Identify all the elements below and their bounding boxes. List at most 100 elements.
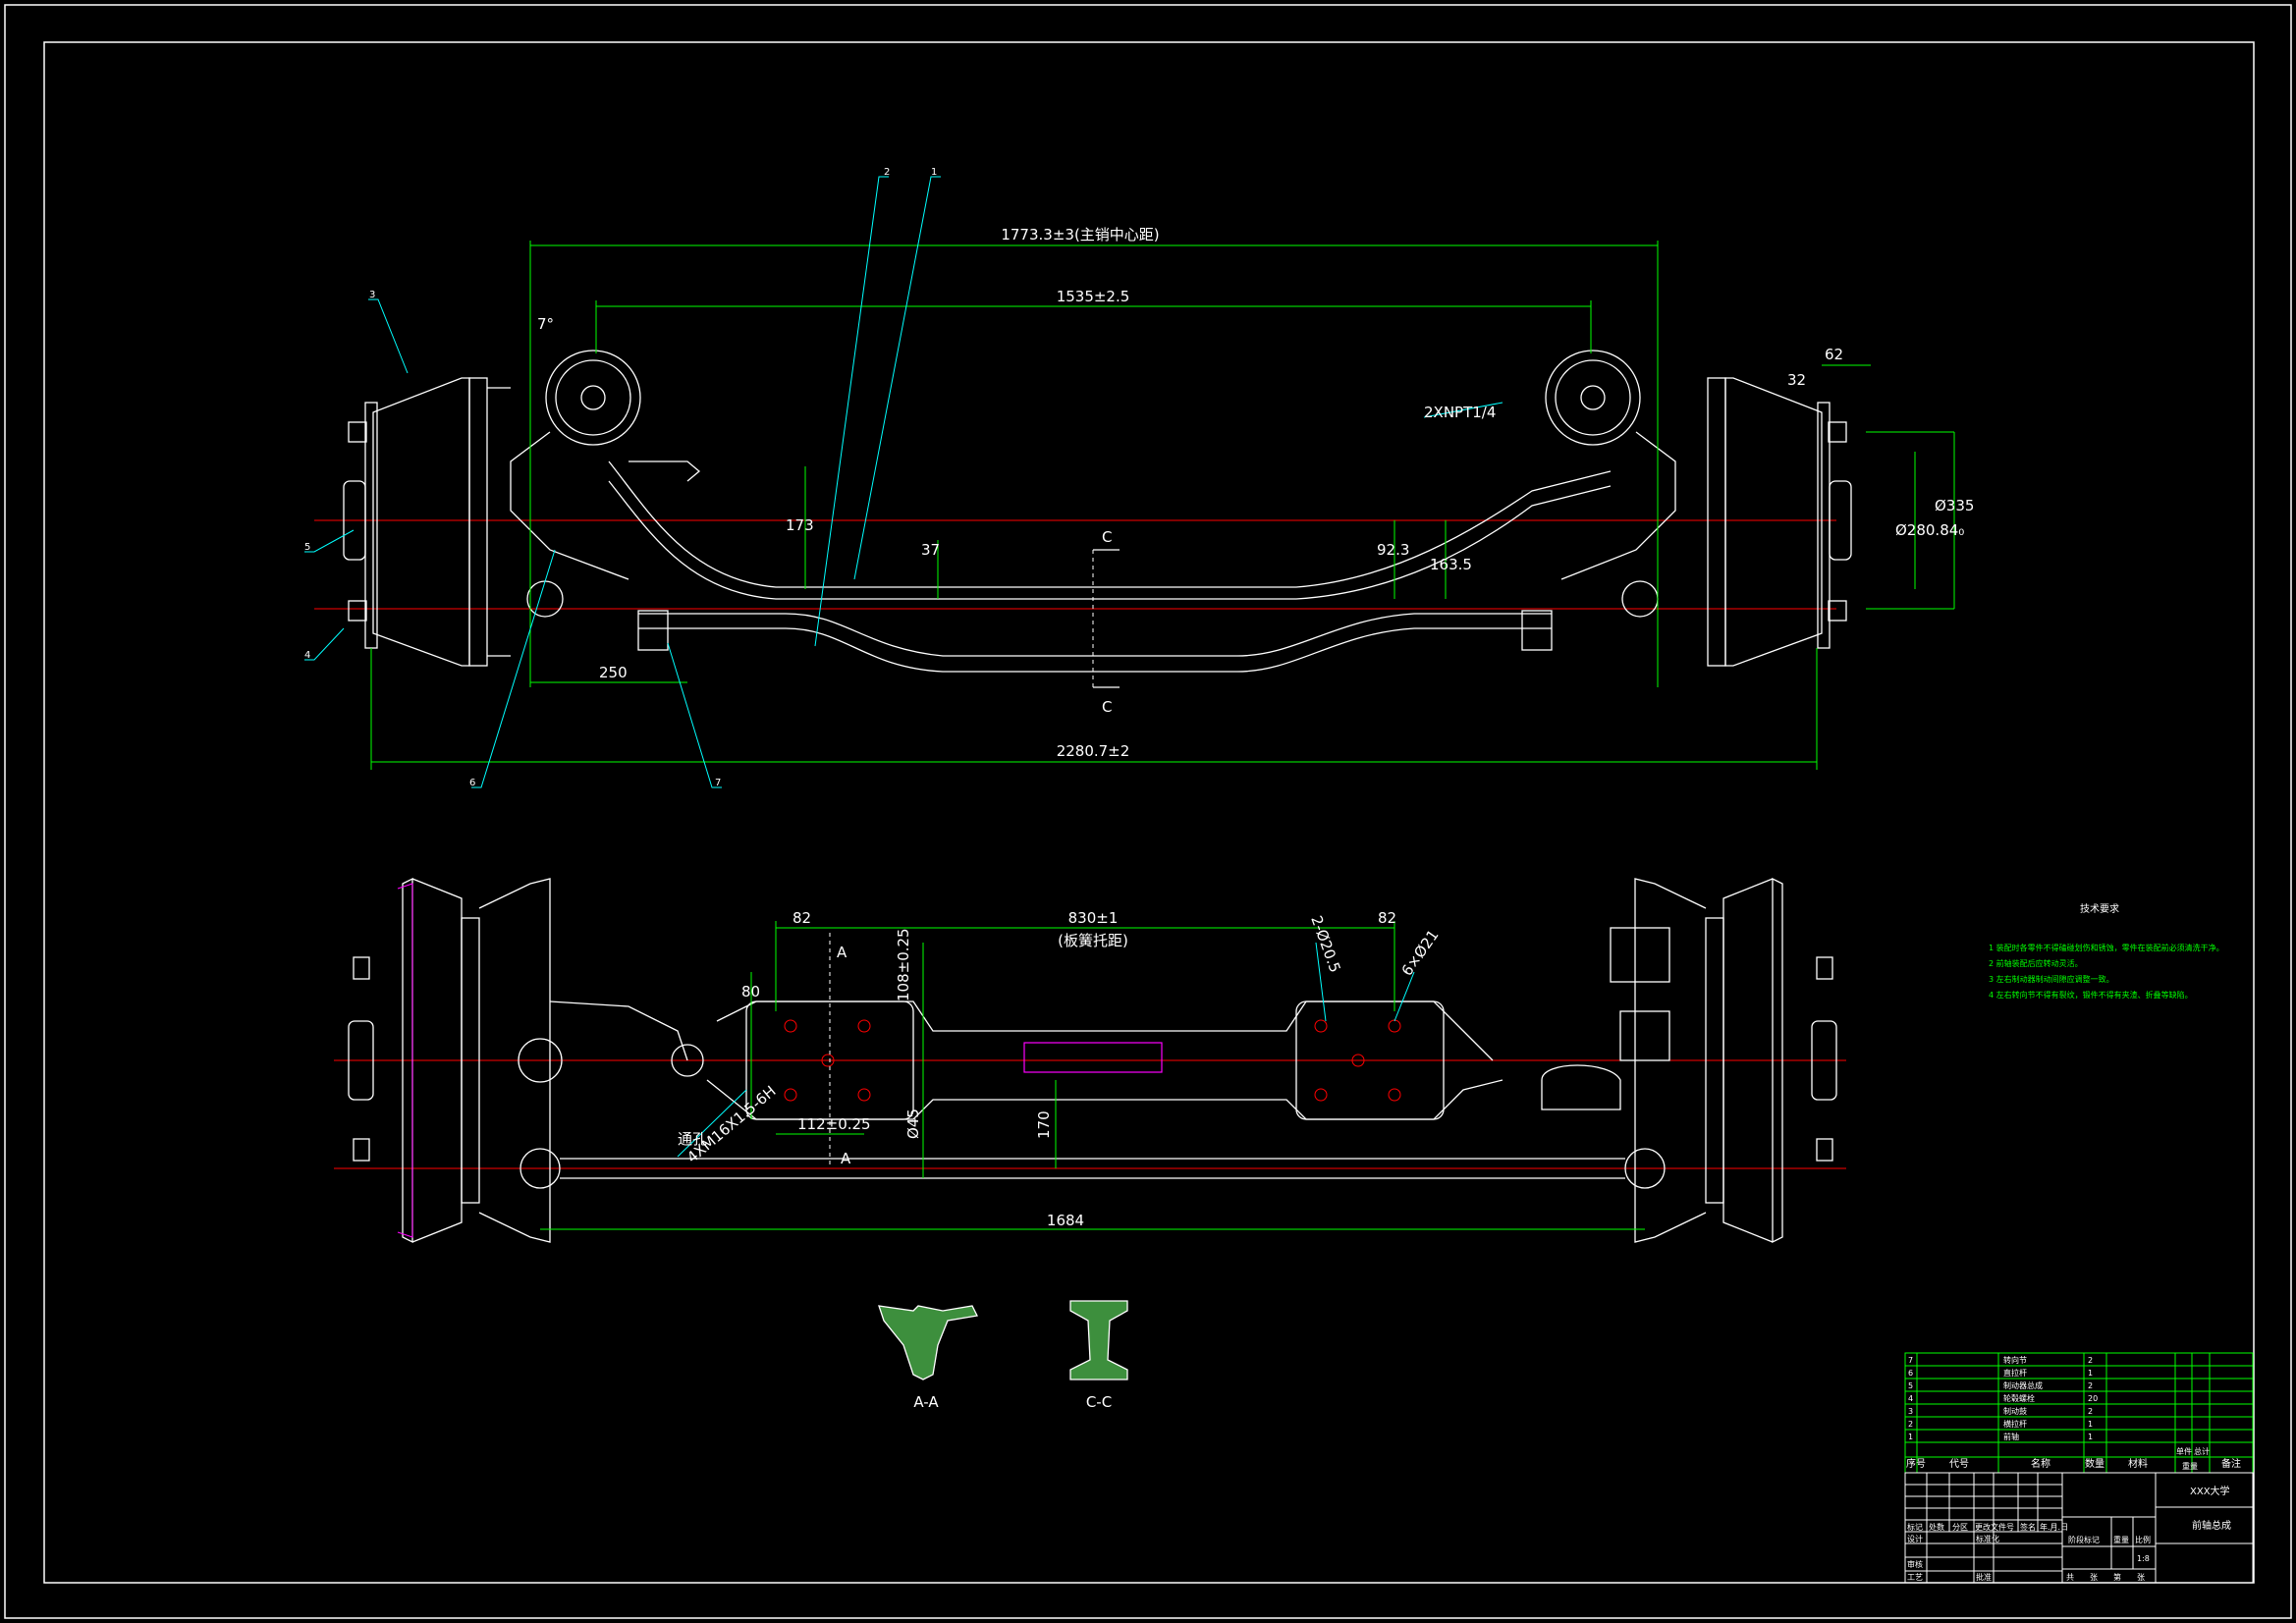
header-code: 代号 [1949, 1458, 1969, 1470]
inner-border [43, 41, 2255, 1584]
header-weight-total: 总计 [2194, 1446, 2210, 1456]
header-remark: 备注 [2221, 1457, 2241, 1470]
dim-dia-280: Ø280.84₀ [1895, 521, 1964, 539]
hole-note: 2-Ø20.5 [1307, 913, 1343, 975]
tb-label-date: 年.月.日 [2040, 1522, 2068, 1532]
part-no-7: 7 [1908, 1356, 1913, 1365]
part-name-1: 前轴 [2003, 1432, 2019, 1441]
parts-list-text: 7 转向节 2 6 直拉杆 1 5 制动器总成 2 4 轮毂螺栓 20 3 制动… [1906, 1355, 2241, 1471]
callout-1: 1 [931, 167, 937, 178]
requirement-4: 4 左右转向节不得有裂纹，锻件不得有夹渣、折叠等缺陷。 [1989, 990, 2193, 1000]
parts-list [1904, 1352, 2254, 1474]
part-name-4: 轮毂螺栓 [2003, 1393, 2035, 1403]
section-mark-a-bottom: A [841, 1150, 851, 1167]
axle-beam-bottom [518, 927, 1670, 1189]
dim-total-width: 2280.7±2 [1057, 742, 1130, 760]
tb-sheet-unit-2: 张 [2137, 1573, 2145, 1582]
top-leaders [304, 176, 1503, 788]
header-weight: 重量 [2182, 1461, 2198, 1471]
dim-830: 830±1 [1068, 909, 1119, 927]
part-name-2: 横拉杆 [2003, 1419, 2027, 1429]
tb-label-weight: 重量 [2113, 1535, 2129, 1544]
part-no-6: 6 [1908, 1369, 1913, 1378]
dim-92-3: 92.3 [1377, 541, 1409, 559]
tb-label-standard: 标准化 [1976, 1534, 1999, 1543]
dim-1684: 1684 [1047, 1212, 1084, 1229]
section-aa: A-A [878, 1305, 978, 1411]
dim-173: 173 [786, 516, 814, 534]
bottom-view: 830±1 (板簧托距) 82 82 80 108±0.25 112±0.25 … [334, 877, 1846, 1244]
top-dimensions [370, 241, 1955, 770]
tb-label-sign: 签名 [2020, 1522, 2036, 1532]
dim-112: 112±0.25 [797, 1115, 871, 1133]
tb-label-review: 审核 [1907, 1559, 1923, 1569]
tb-label-change: 更改文件号 [1975, 1522, 2014, 1532]
part-qty-2: 1 [2088, 1420, 2093, 1429]
outer-border [4, 4, 2292, 1619]
header-material: 材料 [2128, 1457, 2148, 1470]
right-brake-chamber [1545, 350, 1676, 580]
callout-4: 4 [304, 650, 310, 661]
tb-sheet-unit: 张 [2090, 1573, 2098, 1582]
tb-label-design: 设计 [1907, 1534, 1923, 1543]
dim-kingpin-center: 1773.3±3(主销中心距) [1001, 226, 1159, 243]
callout-3: 3 [369, 290, 375, 300]
part-qty-3: 2 [2088, 1407, 2093, 1416]
section-mark-c-bottom: C [1102, 698, 1112, 716]
tb-label-stage: 阶段标记 [2068, 1535, 2100, 1544]
section-mark-c-top: C [1102, 528, 1112, 546]
header-qty: 数量 [2085, 1457, 2105, 1470]
left-hub-profile [397, 883, 413, 1238]
tb-label-mark: 标记 [1907, 1522, 1923, 1532]
dim-angle: 7° [537, 315, 554, 333]
dim-250: 250 [599, 664, 628, 681]
tb-label-count: 处数 [1929, 1522, 1944, 1532]
title-block-text: XXX大学 前轴总成 标记 处数 分区 更改文件号 签名 年.月.日 设计 标准… [1907, 1485, 2231, 1582]
dim-37: 37 [921, 541, 940, 559]
tb-label-zone: 分区 [1952, 1523, 1968, 1532]
requirement-3: 3 左右制动器制动间隙应调整一致。 [1989, 974, 2114, 984]
dim-32: 32 [1787, 371, 1806, 389]
right-brake-drum [1707, 377, 1852, 667]
dim-82-right: 82 [1378, 909, 1396, 927]
left-hub-bottom [348, 877, 551, 1244]
school-name: XXX大学 [2190, 1485, 2230, 1497]
part-name-6: 直拉杆 [2003, 1368, 2027, 1378]
part-no-5: 5 [1908, 1381, 1913, 1390]
axle-beam-top [526, 460, 1659, 673]
thread-note-2: 4XM16X1.5-6H [683, 1082, 780, 1166]
part-qty-6: 1 [2088, 1369, 2093, 1378]
tb-label-process: 工艺 [1907, 1573, 1923, 1582]
requirement-2: 2 前轴装配后应转动灵活。 [1989, 958, 2083, 968]
dim-45: Ø45 [904, 1109, 922, 1139]
callout-5: 5 [304, 542, 310, 553]
dim-spring-pad-center: 1535±2.5 [1057, 288, 1130, 305]
header-weight-single: 单件 [2176, 1446, 2192, 1456]
part-no-3: 3 [1908, 1407, 1913, 1416]
tb-sheet-total: 共 [2066, 1573, 2074, 1582]
dim-62: 62 [1825, 346, 1843, 363]
part-name-5: 制动器总成 [2003, 1380, 2043, 1390]
section-mark-a-top: A [837, 944, 847, 961]
drawing-name: 前轴总成 [2192, 1519, 2231, 1532]
dim-163-5: 163.5 [1430, 556, 1472, 573]
note-thread: 2XNPT1/4 [1424, 404, 1496, 421]
part-no-1: 1 [1908, 1433, 1913, 1441]
dim-830-note: (板簧托距) [1058, 932, 1128, 949]
tb-sheet-no: 第 [2113, 1572, 2121, 1582]
section-window [1023, 1042, 1163, 1073]
tb-label-approve: 批准 [1976, 1572, 1992, 1582]
part-no-2: 2 [1908, 1420, 1913, 1429]
title-block [1904, 1472, 2254, 1584]
section-aa-label: A-A [913, 1393, 939, 1411]
left-brake-chamber [510, 350, 701, 580]
part-name-3: 制动鼓 [2003, 1406, 2027, 1416]
tb-label-scale: 比例 [2135, 1535, 2151, 1544]
thread-note: 通孔 [678, 1130, 707, 1148]
left-brake-drum [343, 377, 511, 667]
part-no-4: 4 [1908, 1394, 1913, 1403]
requirements-title: 技术要求 [2080, 902, 2119, 915]
part-qty-4: 20 [2088, 1394, 2098, 1403]
section-cc: C-C [1069, 1300, 1128, 1411]
